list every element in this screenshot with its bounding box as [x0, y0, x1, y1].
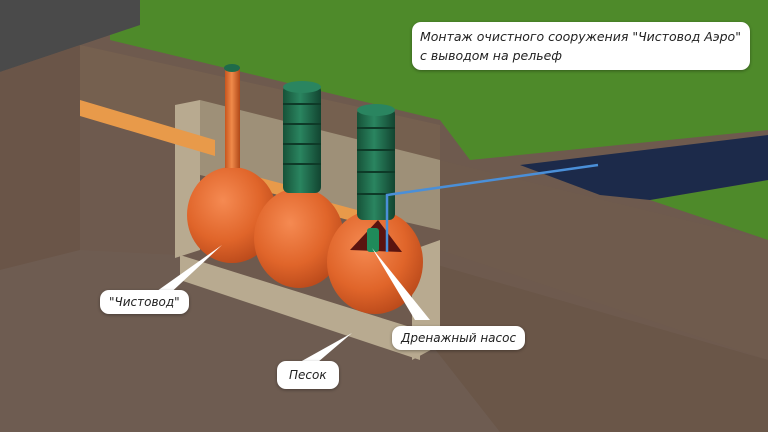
tank-2	[254, 188, 344, 288]
title-line-2: с выводом на рельеф	[420, 48, 562, 63]
riser-2	[283, 85, 321, 193]
brick-wall	[0, 0, 140, 72]
label-drain-pump: Дренажный насос	[392, 326, 526, 350]
label-sand: Песок	[277, 361, 339, 389]
outlet-pipe	[385, 163, 599, 252]
drain-pump	[367, 228, 379, 252]
sand-base	[180, 255, 420, 360]
riser-3	[357, 108, 395, 220]
title-callout: Монтаж очистного сооружения "Чистовод Аэ…	[412, 22, 750, 70]
title-line-1: Монтаж очистного сооружения "Чистовод Аэ…	[420, 29, 741, 44]
vent-pipe	[225, 68, 240, 168]
drain-water	[520, 135, 768, 200]
label-tank: "Чистовод"	[100, 290, 189, 314]
inlet-pipe	[80, 100, 215, 156]
